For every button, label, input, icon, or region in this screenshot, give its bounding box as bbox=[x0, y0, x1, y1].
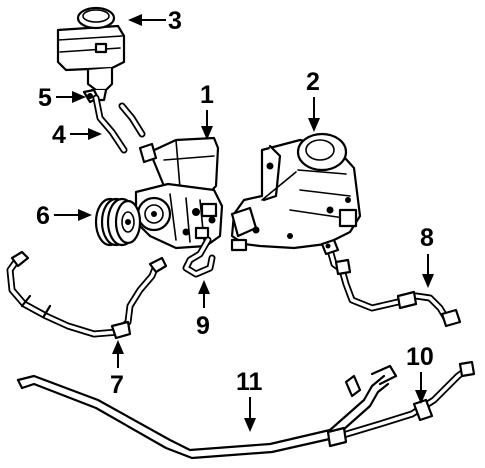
callout-2-label: 2 bbox=[306, 68, 320, 96]
callout-3: 3 bbox=[128, 7, 182, 35]
callout-5: 5 bbox=[38, 84, 86, 112]
callout-11: 11 bbox=[236, 368, 263, 432]
callout-10: 10 bbox=[406, 343, 434, 404]
callout-2: 2 bbox=[306, 68, 320, 132]
hose-part-4 bbox=[92, 94, 146, 154]
callout-7-label: 7 bbox=[110, 371, 124, 399]
pulley-part bbox=[94, 197, 142, 247]
callout-4-label: 4 bbox=[52, 121, 66, 149]
callout-1: 1 bbox=[200, 81, 214, 140]
hose-part-9 bbox=[182, 236, 216, 278]
reservoir-part bbox=[56, 6, 126, 102]
pressure-hose-part-8 bbox=[320, 238, 462, 328]
callout-11-label: 11 bbox=[236, 368, 263, 396]
callout-4: 4 bbox=[52, 121, 102, 149]
return-hose-part bbox=[326, 360, 476, 448]
callout-9: 9 bbox=[196, 280, 210, 340]
pressure-hose-part-7 bbox=[6, 250, 168, 340]
callout-6-label: 6 bbox=[36, 202, 50, 230]
power-steering-pump-part bbox=[134, 136, 224, 250]
callout-1-label: 1 bbox=[200, 81, 214, 109]
callout-9-label: 9 bbox=[196, 312, 210, 340]
cooler-line-part bbox=[16, 364, 398, 460]
callout-5-label: 5 bbox=[38, 84, 52, 112]
callout-7: 7 bbox=[110, 340, 124, 399]
callout-8: 8 bbox=[420, 224, 434, 288]
callout-6: 6 bbox=[36, 202, 92, 230]
callout-3-label: 3 bbox=[168, 7, 182, 35]
callout-10-label: 10 bbox=[406, 343, 434, 371]
callout-8-label: 8 bbox=[420, 224, 434, 252]
steering-gear-part bbox=[230, 132, 362, 252]
